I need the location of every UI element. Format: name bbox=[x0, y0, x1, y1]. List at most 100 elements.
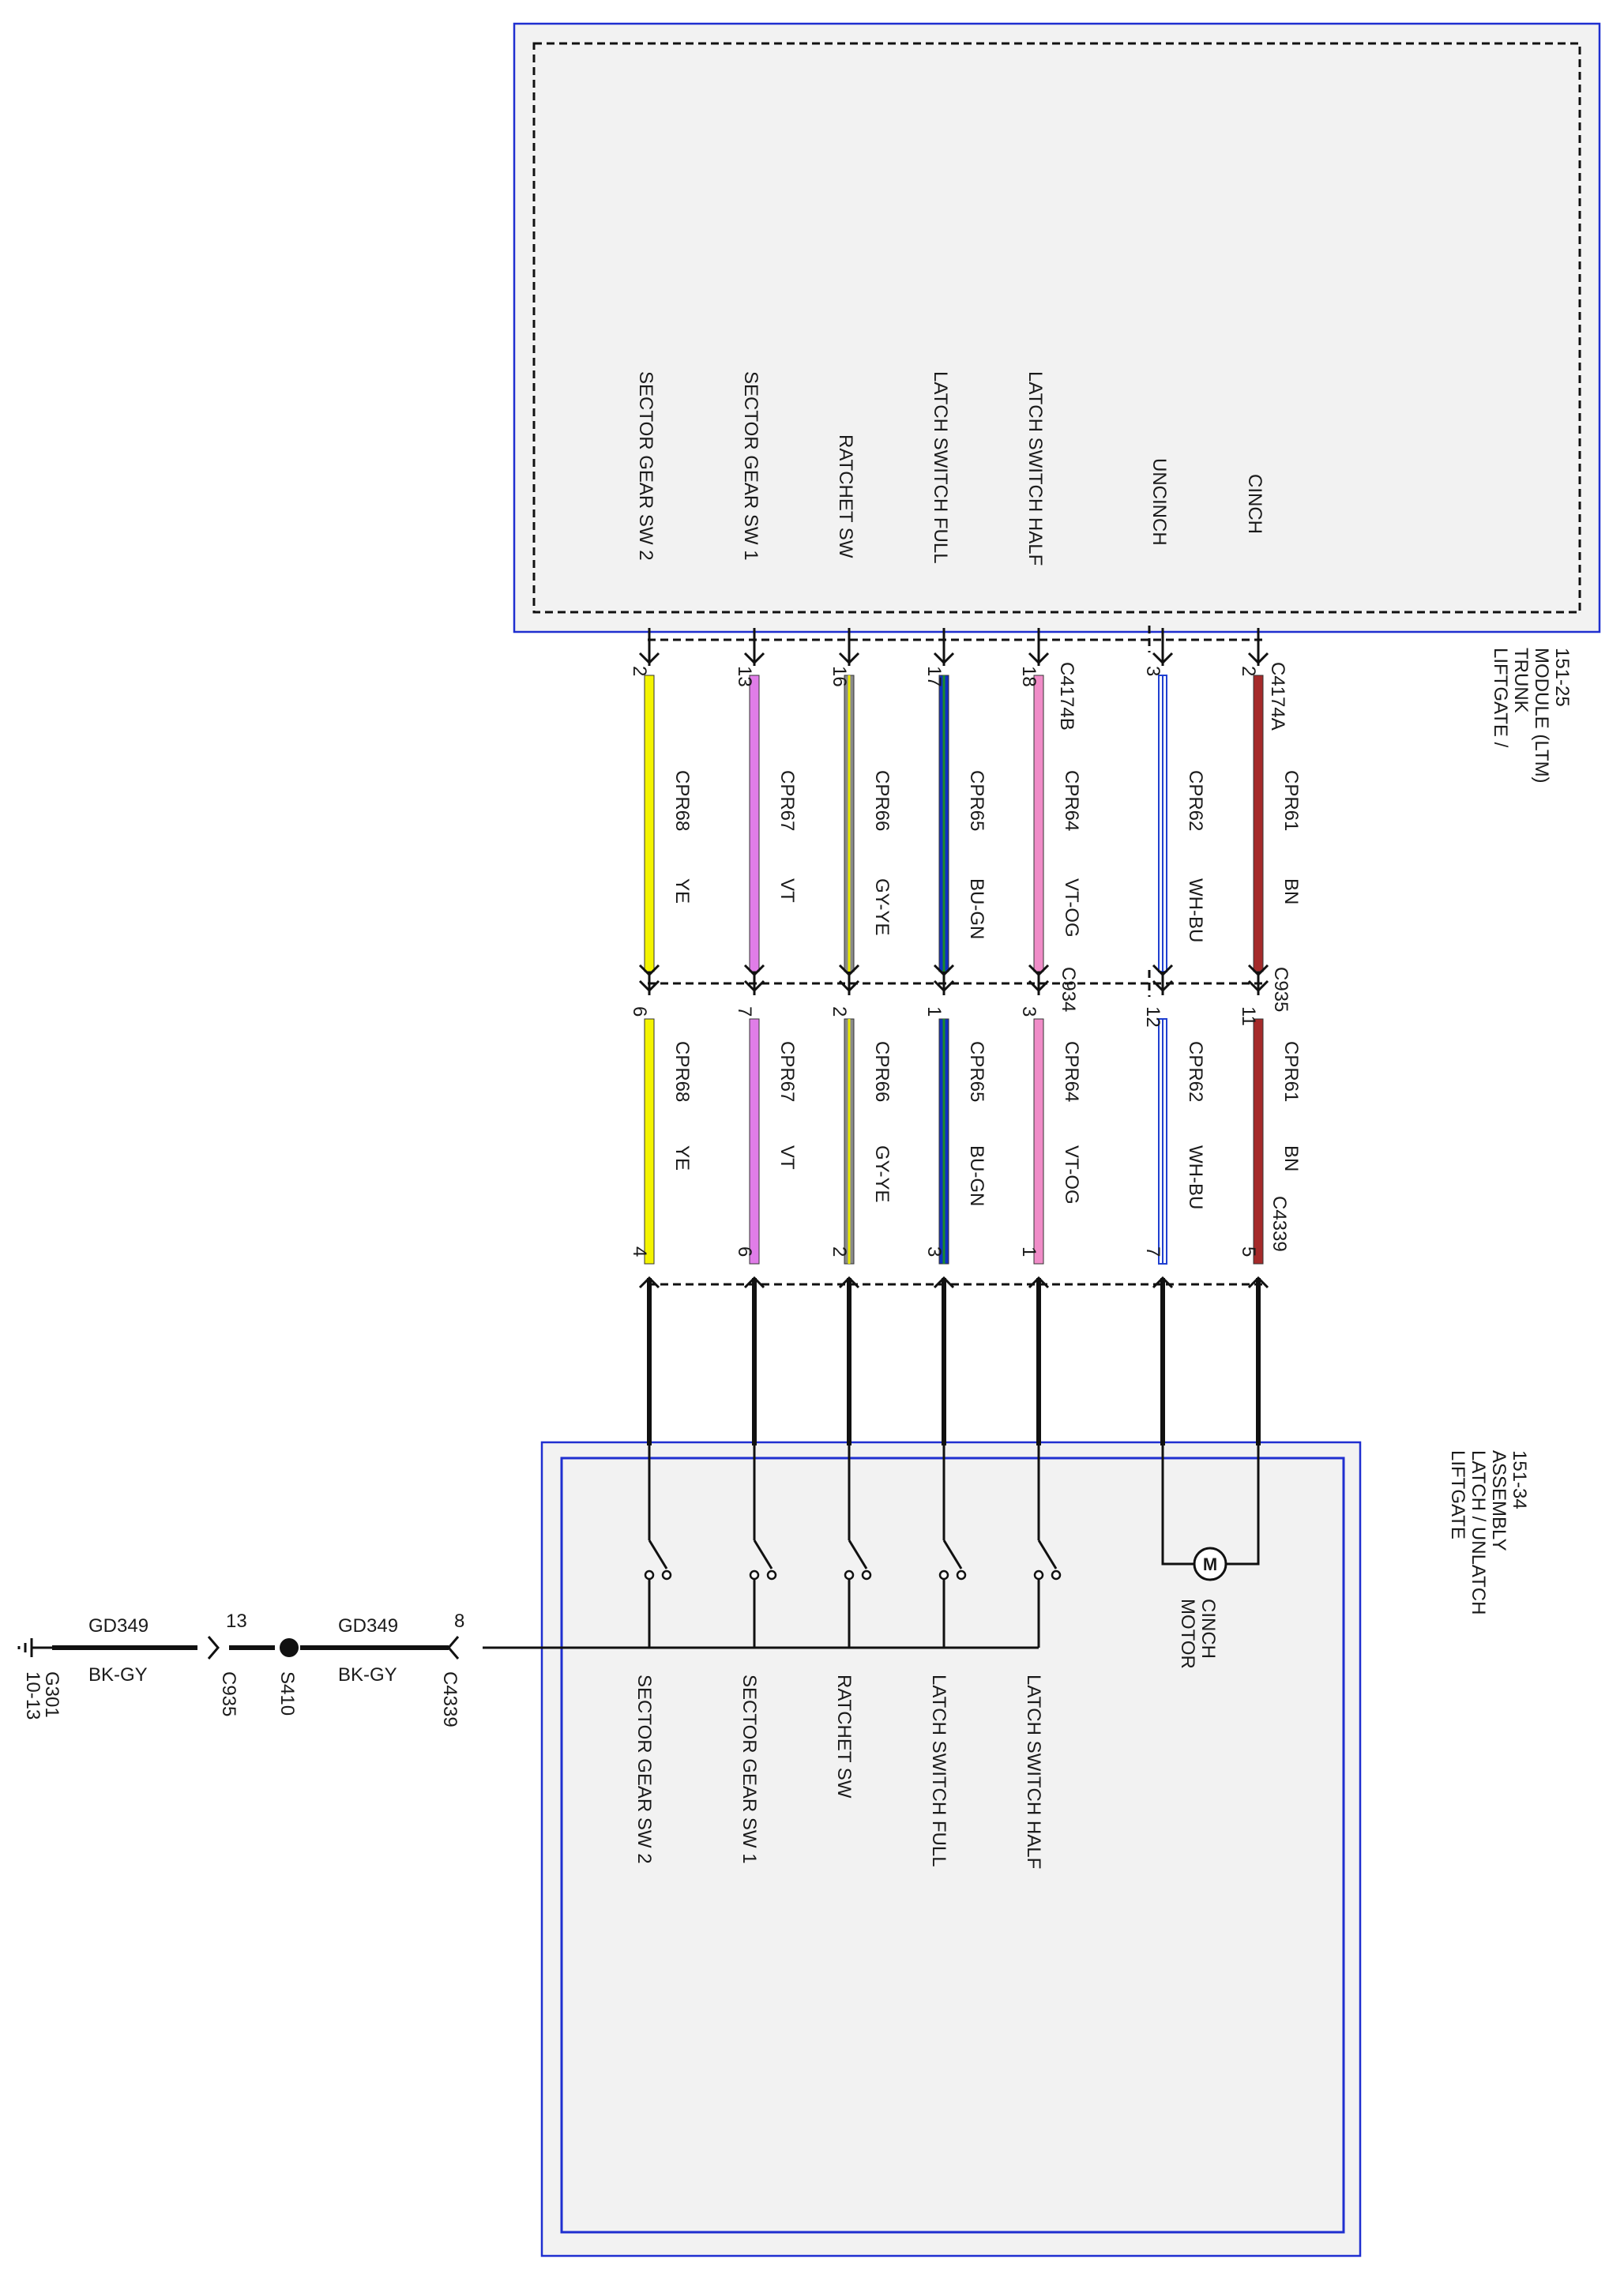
splice-s410-icon bbox=[280, 1638, 299, 1657]
wire-sector2[interactable]: SECTOR GEAR SW 22CPR68YE6CPR68YE4SECTOR … bbox=[629, 371, 693, 1864]
wire-upper-sector1 bbox=[749, 675, 760, 972]
circuit-upper-latch-full: CPR65 bbox=[966, 770, 987, 831]
circuit-lower-uncinch: CPR62 bbox=[1185, 1041, 1206, 1102]
color-code-lower-latch-full: BU-GN bbox=[966, 1145, 987, 1206]
color-code-lower-cinch: BN bbox=[1280, 1145, 1302, 1171]
wire-harness: CINCH2CPR61BN11CPR61BN5UNCINCH3CPR62WH-B… bbox=[629, 371, 1302, 1869]
c4174-terminal-sector2 bbox=[638, 652, 660, 665]
switch-contact-latch-full bbox=[938, 1569, 949, 1581]
latch-switch-label-latch-full: LATCH SWITCH FULL bbox=[928, 1675, 949, 1867]
connector-c4174a: C4174A bbox=[1267, 662, 1288, 731]
wire-latch-full[interactable]: LATCH SWITCH FULL17CPR65BU-GN1CPR65BU-GN… bbox=[923, 371, 987, 1867]
color-code-upper-ratchet: GY-YE bbox=[871, 878, 893, 935]
ltm-module[interactable] bbox=[513, 22, 1601, 633]
inline-pin-number-latch-full: 1 bbox=[923, 1006, 945, 1017]
ltm-pin-number-ratchet: 16 bbox=[829, 666, 850, 687]
connector-c935: C935 bbox=[1270, 967, 1291, 1012]
color-code-upper-latch-half: VT-OG bbox=[1061, 878, 1082, 938]
ltm-title-line-2: TRUNK bbox=[1510, 648, 1532, 713]
c4174-terminal-ratchet bbox=[838, 652, 860, 665]
circuit-upper-ratchet: CPR66 bbox=[871, 770, 893, 831]
ground-latch-pin: 8 bbox=[454, 1611, 464, 1632]
switch-blade-sector2 bbox=[648, 1539, 668, 1569]
color-code-upper-latch-full: BU-GN bbox=[966, 878, 987, 939]
ltm-module-outline bbox=[513, 22, 1601, 633]
circuit-upper-uncinch: CPR62 bbox=[1185, 770, 1206, 831]
ground-latch-connector: C4339 bbox=[439, 1671, 461, 1727]
latch-title-line-1: LIFTGATE bbox=[1447, 1450, 1468, 1539]
ground-c935-pin: 13 bbox=[226, 1611, 247, 1632]
latch-pin-number-sector1: 6 bbox=[734, 1246, 755, 1257]
connector-c4339-top: C4339 bbox=[1269, 1196, 1290, 1252]
latch-assembly-inner-boundary bbox=[560, 1457, 1345, 2234]
switch-blade-latch-full bbox=[942, 1539, 963, 1569]
color-code-lower-ratchet: GY-YE bbox=[871, 1145, 893, 1202]
wire-upper-cinch bbox=[1253, 675, 1264, 972]
circuit-lower-sector1: CPR67 bbox=[776, 1041, 798, 1102]
ground-circuit-2: GD349 bbox=[88, 1615, 148, 1637]
latch-pin-number-sector2: 4 bbox=[629, 1246, 650, 1257]
ltm-pin-label-latch-half: LATCH SWITCH HALF bbox=[1024, 371, 1046, 566]
connector-c4174b: C4174B bbox=[1056, 662, 1077, 731]
switch-contact-ratchet bbox=[844, 1569, 855, 1581]
circuit-upper-sector1: CPR67 bbox=[776, 770, 798, 831]
ltm-title: LIFTGATE / TRUNK MODULE (LTM) 151-25 bbox=[1490, 648, 1573, 784]
color-code-lower-uncinch: WH-BU bbox=[1185, 1145, 1206, 1209]
wire-upper-sector2 bbox=[644, 675, 655, 972]
ground-color-code-1: BK-GY bbox=[338, 1664, 397, 1686]
switch-blade-latch-half bbox=[1037, 1539, 1058, 1569]
switch-contact-latch-half bbox=[1033, 1569, 1044, 1581]
switch-contact-open-latch-half bbox=[1051, 1569, 1062, 1581]
latch-title: LIFTGATE LATCH / UNLATCH ASSEMBLY 151-34 bbox=[1447, 1450, 1530, 1615]
circuit-lower-cinch: CPR61 bbox=[1280, 1041, 1302, 1102]
switch-contact-open-latch-full bbox=[956, 1569, 967, 1581]
ltm-pin-label-uncinch: UNCINCH bbox=[1148, 458, 1170, 546]
circuit-lower-ratchet: CPR66 bbox=[871, 1041, 893, 1102]
ltm-pin-number-latch-half: 18 bbox=[1018, 666, 1039, 687]
ground-g301-label: G301 bbox=[41, 1671, 62, 1718]
c4339-pin-8-terminal bbox=[447, 1636, 460, 1660]
inline-pin-number-uncinch: 12 bbox=[1142, 1006, 1163, 1028]
inline-pin-number-latch-half: 3 bbox=[1018, 1006, 1039, 1017]
ground-icon bbox=[17, 1638, 52, 1657]
ground-c935-connector: C935 bbox=[218, 1671, 239, 1716]
c4174-terminal-cinch bbox=[1247, 652, 1269, 665]
color-code-upper-uncinch: WH-BU bbox=[1185, 878, 1206, 942]
ltm-pin-number-sector2: 2 bbox=[629, 666, 650, 676]
circuit-upper-cinch: CPR61 bbox=[1280, 770, 1302, 831]
circuit-lower-latch-half: CPR64 bbox=[1061, 1041, 1082, 1102]
cinch-motor-label-line-1: CINCH bbox=[1197, 1599, 1219, 1659]
color-code-upper-cinch: BN bbox=[1280, 878, 1302, 904]
ltm-pin-label-latch-full: LATCH SWITCH FULL bbox=[930, 371, 951, 564]
latch-pin-number-latch-half: 1 bbox=[1018, 1246, 1039, 1257]
latch-switch-label-ratchet: RATCHET SW bbox=[833, 1675, 855, 1799]
latch-assembly[interactable] bbox=[540, 1441, 1362, 2257]
inline-pin-number-ratchet: 2 bbox=[829, 1006, 850, 1017]
ltm-pin-label-sector2: SECTOR GEAR SW 2 bbox=[635, 371, 656, 561]
color-code-lower-sector2: YE bbox=[671, 1145, 693, 1171]
cinch-motor[interactable]: M CINCH MOTOR bbox=[1161, 1445, 1260, 1669]
ltm-title-line-1: LIFTGATE / bbox=[1490, 648, 1511, 748]
ltm-pin-number-cinch: 2 bbox=[1238, 666, 1259, 676]
connector-c934: C934 bbox=[1058, 967, 1079, 1012]
switch-contact-sector2 bbox=[644, 1569, 655, 1581]
inline-pin-number-cinch: 11 bbox=[1238, 1006, 1259, 1026]
c4174-terminal-uncinch bbox=[1152, 652, 1174, 665]
wire-ratchet[interactable]: RATCHET SW16CPR66GY-YE2CPR66GY-YE2RATCHE… bbox=[829, 434, 893, 1799]
circuit-lower-latch-full: CPR65 bbox=[966, 1041, 987, 1102]
motor-icon bbox=[1193, 1547, 1227, 1581]
c935-pin-13-terminal bbox=[207, 1636, 220, 1660]
wire-sector1[interactable]: SECTOR GEAR SW 113CPR67VT7CPR67VT6SECTOR… bbox=[734, 371, 798, 1864]
ltm-pin-number-uncinch: 3 bbox=[1142, 666, 1163, 676]
wire-lower-latch-half bbox=[1033, 1018, 1044, 1265]
latch-pin-number-cinch: 5 bbox=[1238, 1246, 1259, 1257]
latch-pin-number-ratchet: 2 bbox=[829, 1246, 850, 1257]
ltm-pin-number-latch-full: 17 bbox=[923, 666, 945, 687]
color-code-lower-latch-half: VT-OG bbox=[1061, 1145, 1082, 1205]
switch-contact-open-sector2 bbox=[661, 1569, 672, 1581]
wire-latch-half[interactable]: LATCH SWITCH HALF18CPR64VT-OG3CPR64VT-OG… bbox=[1018, 371, 1082, 1869]
latch-title-line-4: 151-34 bbox=[1509, 1450, 1530, 1509]
ground-circuit: 8 C4339 GD349 BK-GY S410 13 C935 GD349 B… bbox=[17, 1611, 1039, 1727]
